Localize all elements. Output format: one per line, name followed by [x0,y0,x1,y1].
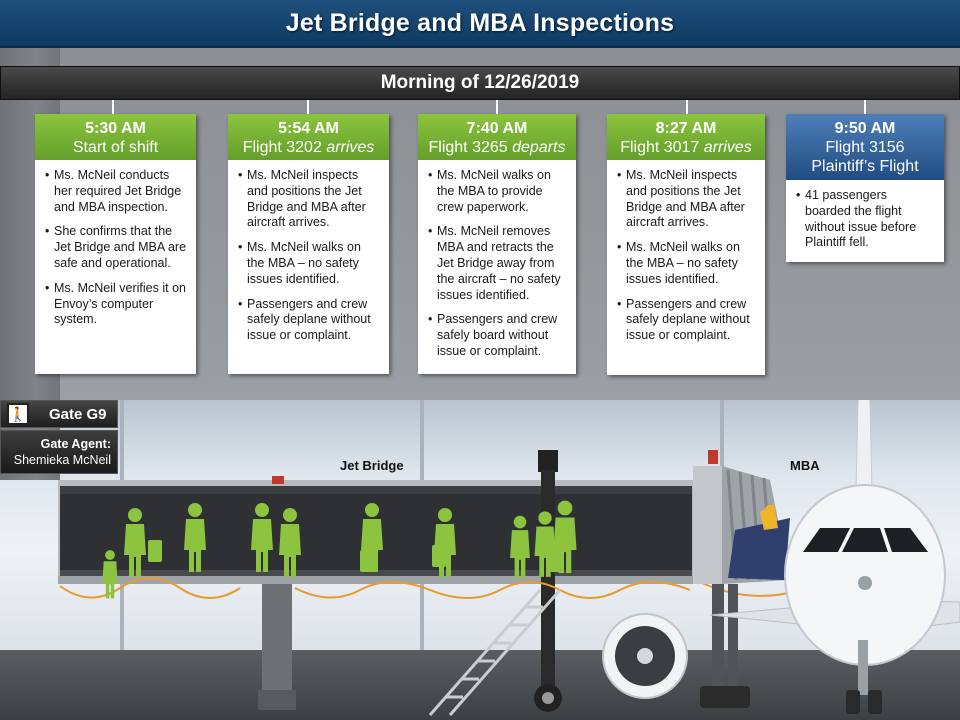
event-bullet: She confirms that the Jet Bridge and MBA… [45,224,188,271]
gate-agent-name: Shemieka McNeil [13,453,111,467]
passenger-silhouette [510,515,530,578]
event-subtitle: Start of shift [72,139,159,156]
event-card-740: 7:40 AM Flight 3265 departs Ms. McNeil w… [418,114,576,374]
luggage [550,550,564,572]
timeline-connector [864,100,866,114]
event-card-950: 9:50 AM Flight 3156 Plaintiff’s Flight 4… [786,114,944,262]
service-stairs [428,589,562,716]
event-bullet: Passengers and crew safely board without… [428,312,568,359]
event-bullet: Ms. McNeil inspects and positions the Je… [238,168,381,231]
event-bullet: Ms. McNeil walks on the MBA – no safety … [238,240,381,287]
event-card-header: 8:27 AM Flight 3017 arrives [607,114,765,160]
event-card-554: 5:54 AM Flight 3202 arrives Ms. McNeil i… [228,114,389,374]
event-card-530: 5:30 AM Start of shift Ms. McNeil conduc… [35,114,196,374]
jet-bridge-scene [58,400,960,716]
event-card-body: Ms. McNeil inspects and positions the Je… [607,160,765,359]
luggage [360,550,374,572]
event-card-body: Ms. McNeil inspects and positions the Je… [228,160,389,359]
event-subtitle: Flight 3156 [825,139,905,156]
event-subtitle-2: Plaintiff’s Flight [811,158,919,175]
title-bar: Jet Bridge and MBA Inspections [0,0,960,48]
event-time: 5:54 AM [278,120,339,137]
gate-agent-title: Gate Agent: [40,437,111,451]
event-bullet: Passengers and crew safely deplane witho… [238,297,381,344]
event-card-body: Ms. McNeil conducts her required Jet Bri… [35,160,196,343]
event-card-body: 41 passengers boarded the flight without… [786,180,944,266]
event-card-body: Ms. McNeil walks on the MBA to provide c… [418,160,576,375]
jet-bridge [58,450,698,712]
event-time: 8:27 AM [655,120,717,137]
passenger-silhouette [251,503,273,572]
event-card-header: 5:30 AM Start of shift [35,114,196,160]
event-bullet: Ms. McNeil walks on the MBA – no safety … [617,240,757,287]
passenger-silhouette [184,503,206,572]
mba-head [693,450,790,708]
event-bullet: Ms. McNeil verifies it on Envoy’s comput… [45,281,188,328]
event-bullet: 41 passengers boarded the flight without… [796,188,936,251]
date-banner: Morning of 12/26/2019 [0,66,960,100]
page-title: Jet Bridge and MBA Inspections [285,8,675,37]
event-card-header: 5:54 AM Flight 3202 arrives [228,114,389,160]
event-subtitle: Flight 3017 arrives [620,139,752,156]
gate-text: Gate G9 [49,405,107,423]
gate-label: 🚶 Gate G9 [0,400,118,428]
gate-person-icon: 🚶 [7,403,29,425]
event-card-header: 7:40 AM Flight 3265 departs [418,114,576,160]
timeline-connector [112,100,114,114]
luggage [432,545,446,567]
date-label: Morning of 12/26/2019 [380,72,580,93]
passenger-silhouette [279,508,301,577]
event-bullet: Passengers and crew safely deplane witho… [617,297,757,344]
passenger-silhouette [124,508,146,577]
luggage [148,540,162,562]
event-bullet: Ms. McNeil removes MBA and retracts the … [428,224,568,303]
timeline-connector [686,100,688,114]
event-time: 7:40 AM [466,120,528,137]
timeline-connector [307,100,309,114]
timeline-connector [496,100,498,114]
event-time: 5:30 AM [85,120,146,137]
event-bullet: Ms. McNeil conducts her required Jet Bri… [45,168,188,215]
event-bullet: Ms. McNeil walks on the MBA to provide c… [428,168,568,215]
event-subtitle: Flight 3265 departs [428,139,566,156]
passenger-silhouettes [102,500,577,599]
event-card-header: 9:50 AM Flight 3156 Plaintiff’s Flight [786,114,944,180]
passenger-silhouette [102,550,118,599]
event-card-827: 8:27 AM Flight 3017 arrives Ms. McNeil i… [607,114,765,375]
event-subtitle: Flight 3202 arrives [242,139,375,156]
mba-label: MBA [790,458,820,473]
gate-agent-box: Gate Agent: Shemieka McNeil [0,430,118,474]
event-bullet: Ms. McNeil inspects and positions the Je… [617,168,757,231]
jet-bridge-label: Jet Bridge [340,458,404,473]
event-time: 9:50 AM [834,120,896,137]
airplane [602,400,960,714]
